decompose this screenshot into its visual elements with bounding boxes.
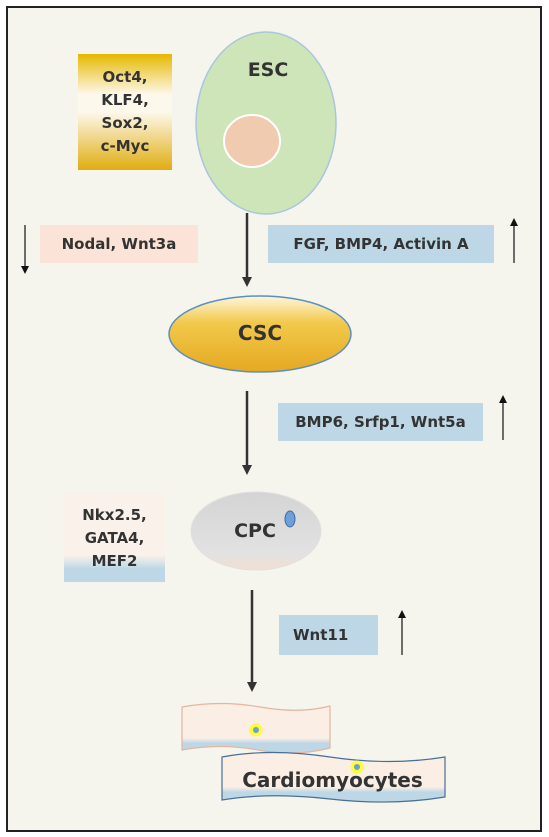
cpc-nucleus xyxy=(284,510,296,528)
nucleus-star-icon xyxy=(350,760,364,774)
upregulated-factors-label: FGF, BMP4, Activin A xyxy=(293,235,469,253)
cpc-label: CPC xyxy=(234,520,276,542)
factor-label: c-Myc xyxy=(100,137,150,155)
upregulated-factors-box: BMP6, Srfp1, Wnt5a xyxy=(278,403,483,441)
cpc-markers-box: Nkx2.5, GATA4, MEF2 xyxy=(64,494,165,582)
cardiomyocytes-label: Cardiomyocytes xyxy=(242,768,423,792)
downregulated-factors-label: Nodal, Wnt3a xyxy=(61,235,177,253)
csc-cell xyxy=(168,295,352,373)
factor-label: KLF4, xyxy=(101,91,149,109)
reprogramming-factors-box: Oct4, KLF4, Sox2, c-Myc xyxy=(78,54,172,170)
downregulated-factors-box: Nodal, Wnt3a xyxy=(40,225,198,263)
marker-label: GATA4, xyxy=(84,528,145,547)
upregulated-factors-label: Wnt11 xyxy=(293,626,349,644)
factor-label: Oct4, xyxy=(102,68,148,86)
marker-label: MEF2 xyxy=(91,551,138,570)
nucleus-star-icon xyxy=(249,723,263,737)
upregulated-factors-label: BMP6, Srfp1, Wnt5a xyxy=(295,413,466,431)
upregulated-factors-box: Wnt11 xyxy=(279,615,378,655)
factor-label: Sox2, xyxy=(101,114,149,132)
csc-label: CSC xyxy=(237,321,283,345)
upregulated-factors-box: FGF, BMP4, Activin A xyxy=(268,225,494,263)
esc-label: ESC xyxy=(247,59,289,81)
marker-label: Nkx2.5, xyxy=(82,505,147,524)
esc-nucleus xyxy=(223,114,281,168)
cardiomyocyte-cell xyxy=(221,751,446,803)
